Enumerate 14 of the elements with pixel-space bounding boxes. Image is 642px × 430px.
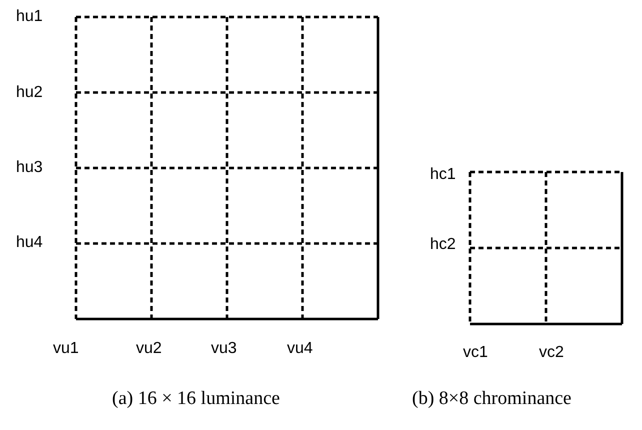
grid-line-label: vc1 — [463, 344, 488, 362]
grid-line-label: hu4 — [16, 234, 43, 252]
grid-line-label: vu1 — [53, 340, 79, 358]
caption: (b) 8×8 chrominance — [412, 388, 572, 410]
grid-line-label: vc2 — [539, 344, 564, 362]
grid-line-label: hu1 — [16, 8, 43, 26]
grid-line-label: hu3 — [16, 159, 43, 177]
grid-line-label: vu3 — [211, 340, 237, 358]
grid-line-label: hc1 — [430, 166, 456, 184]
caption: (a) 16 × 16 luminance — [112, 388, 280, 410]
grid-line-label: hc2 — [430, 236, 456, 254]
grid-line-label: hu2 — [16, 84, 43, 102]
grid-line-label: vu2 — [136, 340, 162, 358]
grid-line-label: vu4 — [287, 340, 313, 358]
